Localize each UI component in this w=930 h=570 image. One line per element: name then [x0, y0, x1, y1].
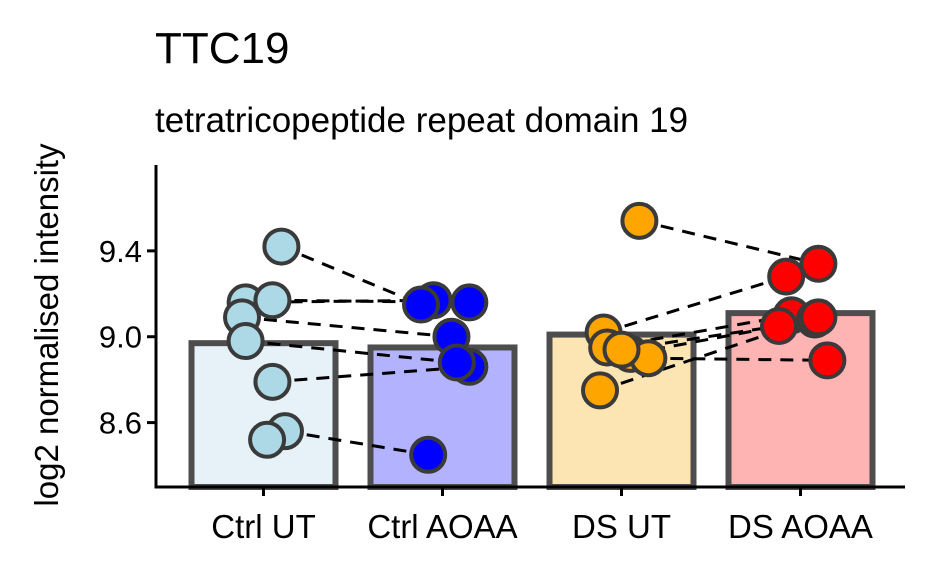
pair-link-5 — [272, 365, 470, 384]
data-point-0-2 — [253, 281, 292, 320]
x-tick-label-3: DS AOAA — [728, 508, 873, 545]
points-layer — [223, 201, 847, 474]
y-tick-label-1: 9.0 — [99, 320, 142, 355]
bar-0 — [188, 340, 339, 490]
data-point-3-6 — [808, 341, 847, 380]
data-point-3-5 — [799, 298, 838, 337]
chart-subtitle: tetratricopeptide repeat domain 19 — [155, 101, 688, 140]
data-point-3-4 — [760, 307, 799, 345]
y-tick-label-2: 9.4 — [99, 234, 142, 269]
data-point-3-0 — [799, 244, 838, 283]
pair-link-6 — [284, 429, 429, 457]
data-point-1-5 — [437, 343, 476, 382]
data-point-0-4 — [226, 322, 265, 361]
data-point-1-6 — [409, 435, 448, 474]
pair-link-0 — [280, 245, 422, 306]
pair-link-11 — [648, 356, 828, 362]
data-point-1-2 — [402, 285, 441, 324]
data-point-3-1 — [767, 257, 806, 296]
data-point-0-7 — [248, 420, 287, 459]
pair-link-13 — [599, 315, 819, 392]
chart-title: TTC19 — [155, 24, 289, 73]
data-point-0-0 — [262, 227, 301, 266]
pair-link-8 — [603, 275, 787, 334]
bar-3 — [725, 310, 876, 490]
data-point-0-5 — [253, 362, 292, 401]
data-point-2-5 — [602, 330, 641, 369]
x-tick-label-2: DS UT — [572, 508, 671, 545]
pair-link-4 — [245, 339, 457, 364]
y-tick-label-0: 8.6 — [99, 406, 142, 441]
x-tick-label-0: Ctrl UT — [211, 508, 315, 545]
data-point-2-0 — [620, 201, 659, 240]
y-axis-label: log2 normalised intensity — [28, 143, 65, 507]
data-point-1-1 — [450, 283, 489, 322]
pair-link-7 — [639, 219, 819, 266]
data-point-2-6 — [581, 371, 620, 410]
x-tick-label-1: Ctrl AOAA — [367, 508, 517, 545]
